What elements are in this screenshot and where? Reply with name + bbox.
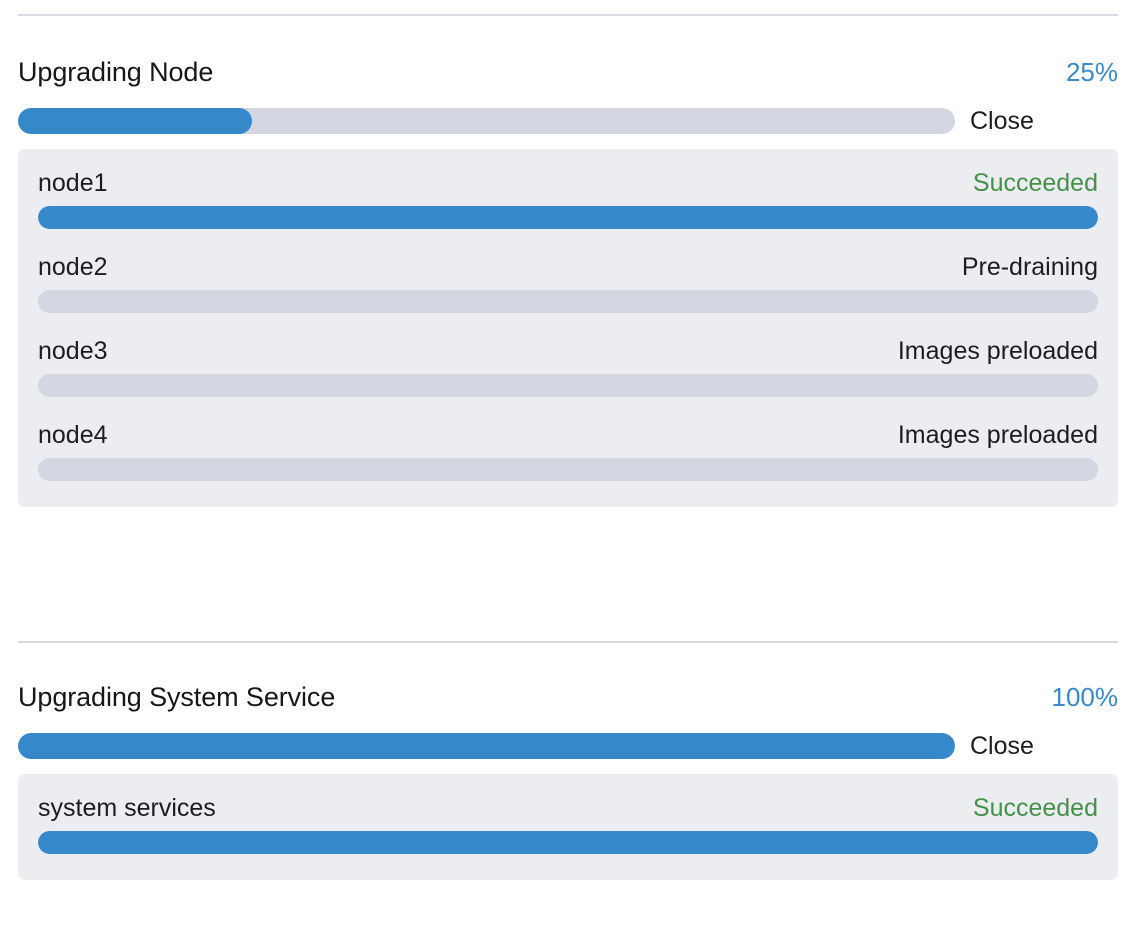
close-button[interactable]: Close <box>970 732 1034 760</box>
system-detail-panel: system services Succeeded <box>18 774 1118 880</box>
node-progress-bar <box>38 206 1098 229</box>
section-header: Upgrading Node 25% <box>0 52 1134 96</box>
node-progress-bar <box>38 458 1098 481</box>
divider-top <box>18 14 1118 16</box>
status-badge: Pre-draining <box>961 253 1098 281</box>
list-item: node1 Succeeded <box>38 167 1098 229</box>
status-badge: Succeeded <box>972 794 1098 822</box>
node-name: node4 <box>38 421 108 449</box>
list-item: node3 Images preloaded <box>38 335 1098 397</box>
list-item-header: system services Succeeded <box>38 792 1098 826</box>
node-progress-fill <box>38 831 1098 854</box>
list-item: node2 Pre-draining <box>38 251 1098 313</box>
node-name: node2 <box>38 253 108 281</box>
list-item-header: node1 Succeeded <box>38 167 1098 201</box>
overall-progress-bar <box>18 733 955 759</box>
node-progress-bar <box>38 831 1098 854</box>
divider-middle <box>18 641 1118 643</box>
close-button[interactable]: Close <box>970 107 1034 135</box>
progress-percent-label: 100% <box>1051 682 1119 712</box>
status-badge: Succeeded <box>972 169 1098 197</box>
progress-percent-label: 25% <box>1065 57 1118 87</box>
status-badge: Images preloaded <box>897 421 1098 449</box>
list-item: node4 Images preloaded <box>38 419 1098 481</box>
list-item-header: node3 Images preloaded <box>38 335 1098 369</box>
section-upgrading-system-service: Upgrading System Service 100% Close syst… <box>0 677 1134 880</box>
node-name: node3 <box>38 337 108 365</box>
list-item-header: node2 Pre-draining <box>38 251 1098 285</box>
overall-progress-row: Close <box>0 727 1134 765</box>
node-progress-bar <box>38 374 1098 397</box>
status-badge: Images preloaded <box>897 337 1098 365</box>
node-progress-bar <box>38 290 1098 313</box>
overall-progress-bar <box>18 108 955 134</box>
page-title: Upgrading System Service <box>18 682 336 712</box>
page-title: Upgrading Node <box>18 57 214 87</box>
overall-progress-fill <box>18 733 955 759</box>
section-header: Upgrading System Service 100% <box>0 677 1134 721</box>
overall-progress-row: Close <box>0 102 1134 140</box>
node-name: system services <box>38 794 216 822</box>
list-item: system services Succeeded <box>38 792 1098 854</box>
node-progress-fill <box>38 206 1098 229</box>
overall-progress-fill <box>18 108 253 134</box>
node-name: node1 <box>38 169 108 197</box>
list-item-header: node4 Images preloaded <box>38 419 1098 453</box>
